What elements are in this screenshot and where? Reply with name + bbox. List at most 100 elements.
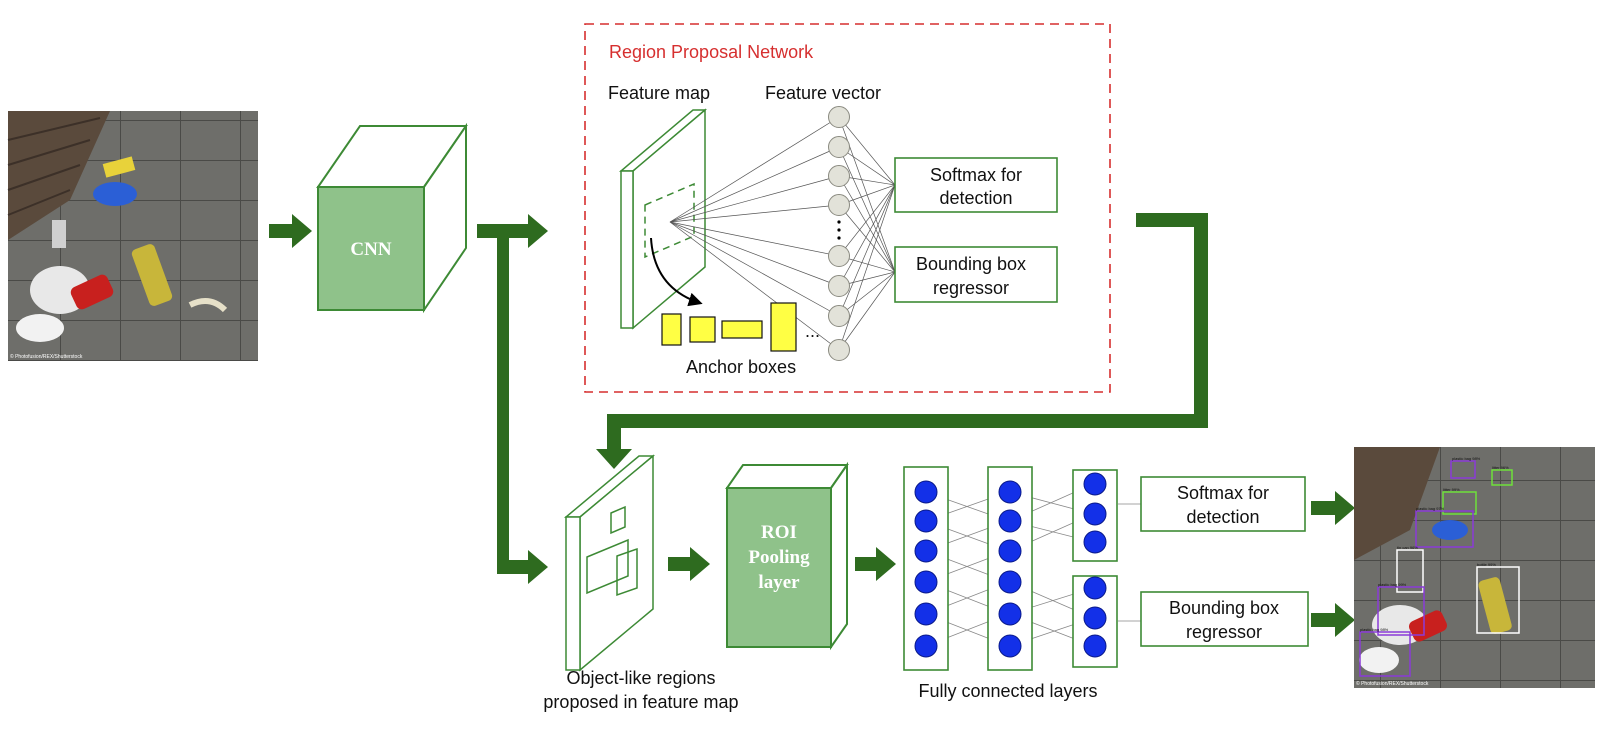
proposed-region [586, 538, 629, 595]
feature-node [828, 136, 850, 158]
feature-node [828, 305, 850, 327]
feature-map-label: Feature map [608, 83, 710, 103]
bottle [1478, 577, 1512, 634]
neuron [914, 634, 938, 658]
fc-output-lines [1118, 503, 1141, 622]
detection-label: plastic bag 98% [1452, 456, 1481, 461]
blue-bag [1432, 520, 1468, 540]
detection-box [1491, 469, 1513, 486]
rpn-title: Region Proposal Network [609, 42, 814, 62]
roi-cube-top [725, 464, 849, 489]
feature-node [828, 339, 850, 361]
proposed-region [616, 547, 638, 597]
detection-boxes [1359, 460, 1520, 677]
blue-bag [93, 182, 137, 206]
rpn-connections [669, 116, 896, 351]
rpn-boundary [584, 23, 1111, 393]
rpn-bbox-line1: Bounding box [916, 254, 1026, 274]
detection-labels: plastic bag 98% litter 96% litter 99% pl… [1360, 456, 1509, 632]
fully-connected-layers: Fully connected layers [903, 466, 1141, 701]
anchor-box [661, 313, 682, 346]
input-photo: © Photofusion/REX/Shutterstock [7, 111, 258, 361]
rpn-softmax-line1: Softmax for [930, 165, 1022, 185]
cnn-block: CNN [316, 122, 468, 314]
roi-label-line1: ROI [761, 522, 797, 543]
detection-box [1359, 631, 1411, 677]
region-proposal-network: Region Proposal Network Feature map Feat… [584, 23, 1111, 393]
detection-label: litter 99% [1443, 487, 1460, 492]
object-regions-block: Object-like regions proposed in feature … [543, 454, 739, 712]
feature-node [828, 245, 850, 267]
anchor-boxes [661, 302, 797, 352]
detection-label: plastic bag 98% [1360, 627, 1389, 632]
fc-neurons [914, 472, 1107, 658]
neuron [1083, 606, 1107, 630]
arrow-regions-to-roi [668, 547, 710, 581]
detection-label: litter 96% [1492, 465, 1509, 470]
anchor-box [689, 316, 716, 343]
feature-vector-label: Feature vector [765, 83, 881, 103]
brick-wall [1354, 447, 1440, 560]
head-bbox-box [1140, 591, 1309, 647]
head-bbox-line2: regressor [1186, 622, 1262, 642]
input-photo-credit: © Photofusion/REX/Shutterstock [10, 353, 83, 360]
detection-box [1476, 566, 1520, 634]
detection-box [1415, 510, 1474, 548]
vector-vertical-ellipsis [837, 220, 841, 240]
regions-map-edge [565, 516, 581, 671]
yellow-packet [102, 156, 136, 178]
neuron [1083, 472, 1107, 496]
neuron [998, 509, 1022, 533]
roi-cube-side [830, 461, 848, 651]
arrow-cnn-to-rpn [477, 214, 548, 248]
neuron [998, 634, 1022, 658]
detection-box [1450, 460, 1476, 479]
neuron [1083, 634, 1107, 658]
output-heads: Softmax for detection Bounding box regre… [1140, 476, 1309, 647]
fc-label: Fully connected layers [918, 681, 1097, 701]
roi-pooling-block: ROI Pooling layer [725, 461, 849, 651]
feature-map-edge [620, 170, 634, 329]
anchor-ellipsis: ... [805, 321, 820, 341]
detection-label: bottle 99% [1477, 562, 1496, 567]
neuron [914, 539, 938, 563]
bottle [131, 244, 173, 306]
arrow-input-to-cnn [269, 214, 312, 248]
feature-node [828, 194, 850, 216]
rpn-bbox-line2: regressor [933, 278, 1009, 298]
rpn-softmax-box [894, 157, 1058, 213]
neuron [914, 570, 938, 594]
brick-wall [8, 111, 110, 240]
detection-label: tin can 96% [1397, 545, 1418, 550]
arrow-bbox-to-output [1311, 603, 1355, 637]
neuron [998, 570, 1022, 594]
roi-label-line3: layer [758, 572, 800, 593]
arrow-to-regions [497, 550, 548, 584]
feature-node [828, 106, 850, 128]
output-photo: plastic bag 98% litter 96% litter 99% pl… [1354, 447, 1595, 688]
detection-label: plastic bag 99% [1378, 582, 1407, 587]
anchor-boxes-label: Anchor boxes [686, 357, 796, 377]
rpn-softmax-line2: detection [939, 188, 1012, 208]
neuron [914, 602, 938, 626]
proposed-region [610, 505, 626, 535]
arrow-softmax-to-output [1311, 491, 1355, 525]
neuron [998, 539, 1022, 563]
anchor-arrow [650, 237, 703, 307]
anchor-box [721, 320, 763, 339]
roi-cube-front [726, 487, 832, 648]
detection-label: plastic bag 97% [1416, 506, 1445, 511]
feature-node [828, 165, 850, 187]
neuron [1083, 576, 1107, 600]
head-softmax-line1: Softmax for [1177, 483, 1269, 503]
arrow-rpn-to-regions [596, 213, 1208, 469]
neuron [1083, 530, 1107, 554]
detection-box [1396, 549, 1424, 593]
head-softmax-line2: detection [1186, 507, 1259, 527]
head-bbox-line1: Bounding box [1169, 598, 1279, 618]
output-photo-credit: © Photofusion/REX/Shutterstock [1356, 680, 1429, 687]
rpn-bbox-box [894, 246, 1058, 303]
neuron [914, 509, 938, 533]
cnn-label: CNN [350, 239, 391, 260]
